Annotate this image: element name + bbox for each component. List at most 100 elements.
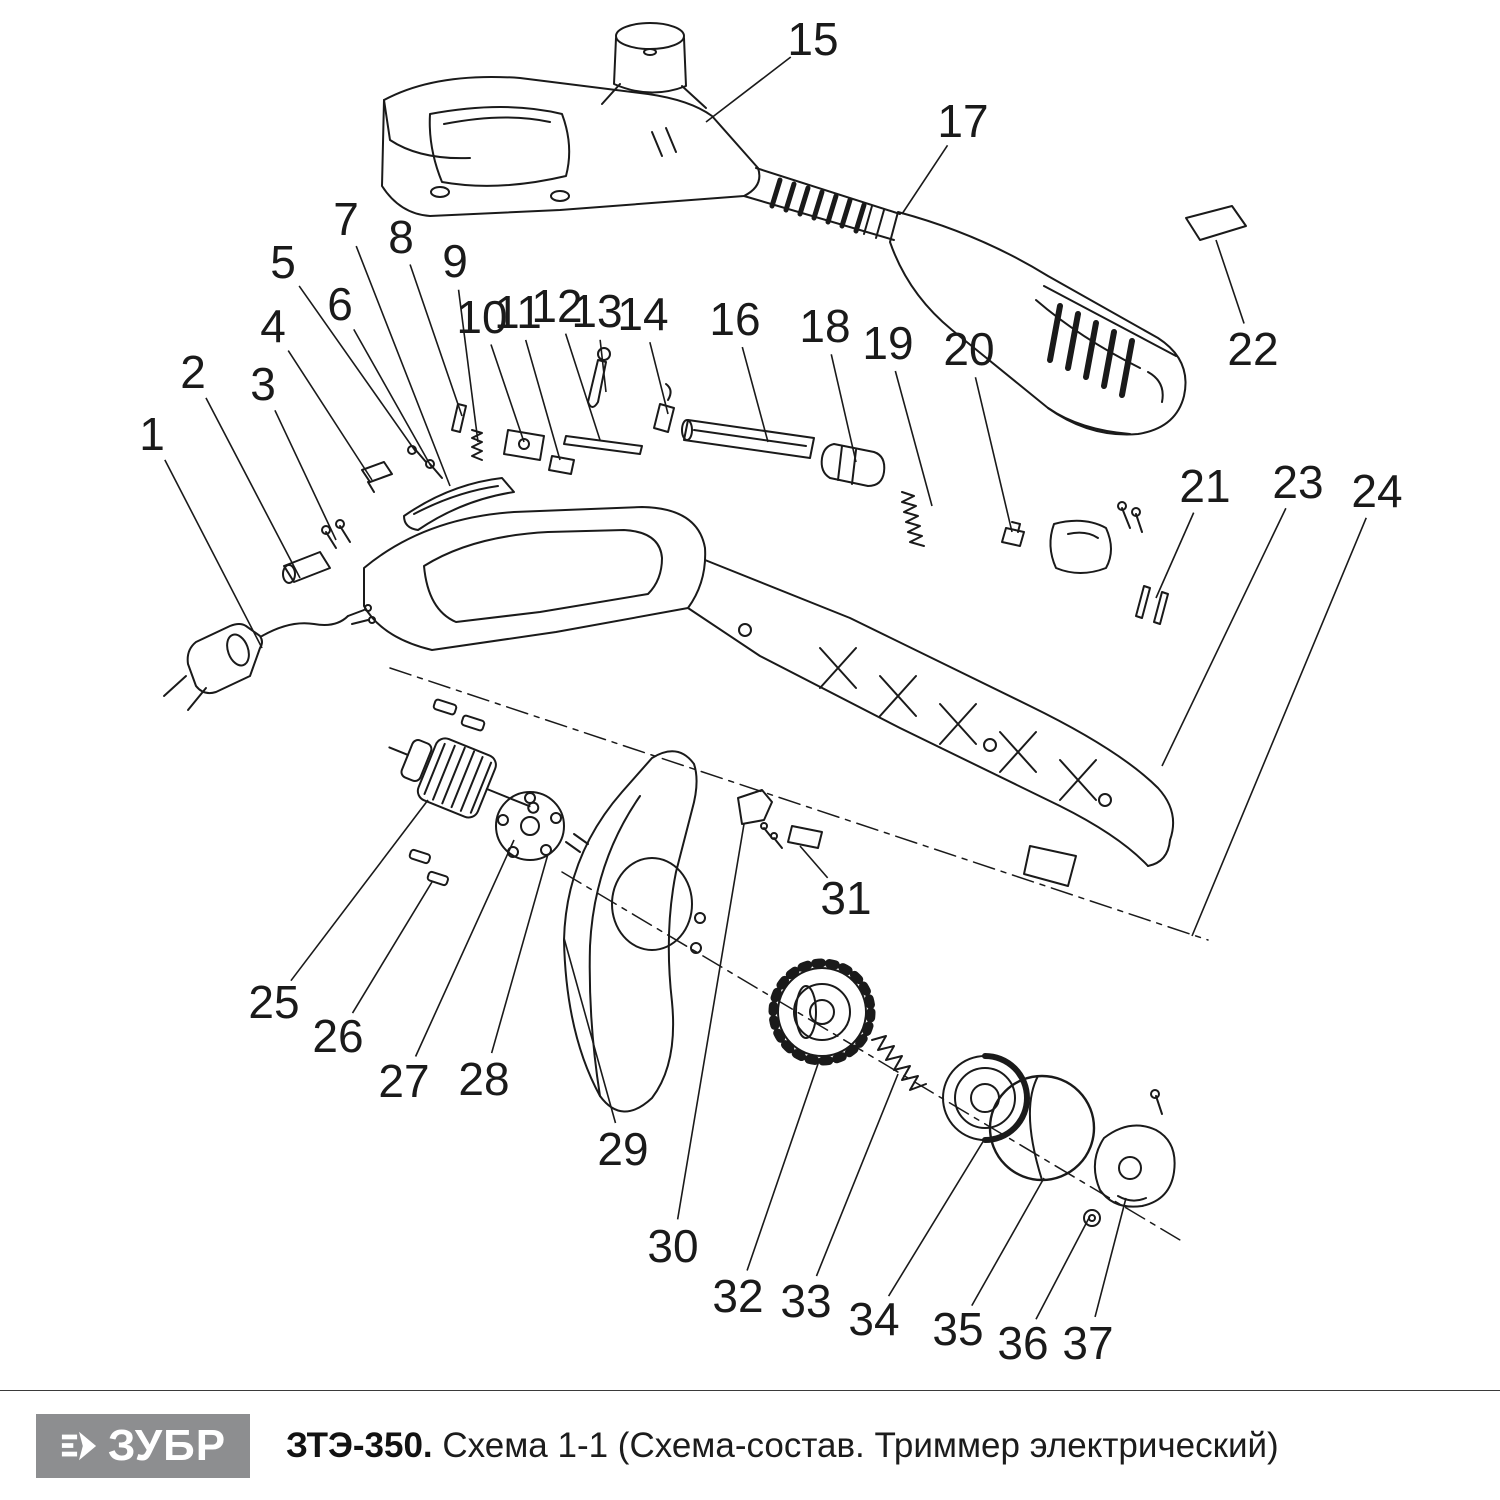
callout-21: 21: [1179, 460, 1230, 512]
part-upper-housing: [381, 75, 761, 217]
callout-17: 17: [937, 95, 988, 147]
leader-line-15: [705, 56, 792, 123]
callout-16: 16: [709, 293, 760, 345]
part-spool-cover: [1093, 1089, 1176, 1208]
part-gear: [768, 958, 876, 1066]
leader-line-5: [298, 285, 417, 453]
leader-line-10: [490, 344, 525, 443]
leader-line-19: [894, 370, 933, 507]
leader-line-25: [290, 799, 429, 982]
callout-10: 10: [456, 291, 507, 343]
callout-15: 15: [787, 13, 838, 65]
part-flex-boot: [769, 177, 867, 234]
callout-28: 28: [458, 1053, 509, 1105]
leader-line-30: [676, 823, 745, 1220]
callout-9: 9: [442, 235, 468, 287]
callout-37: 37: [1062, 1317, 1113, 1369]
callout-20: 20: [943, 323, 994, 375]
leader-line-9: [457, 289, 479, 443]
leader-line-14: [649, 341, 669, 415]
callout-2: 2: [180, 346, 206, 398]
brand-name: ЗУБР: [107, 1420, 227, 1470]
callout-22: 22: [1227, 323, 1278, 375]
leader-line-26: [351, 881, 433, 1014]
part-sticker: [1185, 205, 1247, 241]
callout-32: 32: [712, 1270, 763, 1322]
part-bracket: [737, 789, 823, 849]
leader-line-6: [353, 328, 433, 469]
leader-line-4: [287, 350, 373, 481]
zubr-logo: ЗУБР: [36, 1413, 250, 1478]
leader-line-2: [205, 397, 301, 579]
leader-line-1: [164, 459, 263, 649]
leader-line-18: [830, 354, 857, 463]
leader-line-33: [815, 1073, 899, 1277]
leader-line-28: [490, 853, 549, 1054]
leader-line-16: [741, 346, 769, 443]
callout-34: 34: [848, 1293, 899, 1345]
part-spool: [942, 1053, 1030, 1143]
leader-line-13: [599, 339, 607, 393]
part-trimmer-line: [988, 1074, 1096, 1182]
leader-line-24: [1191, 517, 1367, 937]
part-bearing-plate: [495, 791, 589, 861]
part-guard: [563, 750, 706, 1113]
leader-line-23: [1161, 507, 1287, 767]
callout-29: 29: [597, 1123, 648, 1175]
part-brushes: [408, 698, 486, 887]
exploded-diagram: 1234567891011121314151617181920212223242…: [139, 13, 1402, 1369]
leader-line-27: [414, 839, 515, 1057]
callout-24: 24: [1351, 465, 1402, 517]
part-shaft-internals: [681, 419, 1169, 625]
leader-line-29: [563, 937, 617, 1124]
leader-line-34: [887, 1139, 985, 1297]
callout-6: 6: [327, 278, 353, 330]
leader-line-37: [1094, 1197, 1127, 1318]
part-lower-housing: [363, 506, 1174, 887]
callout-12: 12: [531, 280, 582, 332]
callout-33: 33: [780, 1275, 831, 1327]
model-number: ЗТЭ-350.: [286, 1425, 433, 1465]
schema-title: ЗТЭ-350. Схема 1-1 (Схема-состав. Тримме…: [286, 1426, 1279, 1466]
callout-18: 18: [799, 300, 850, 352]
leader-line-7: [355, 245, 451, 487]
callout-23: 23: [1272, 456, 1323, 508]
schema-caption: Схема 1-1 (Схема-состав. Триммер электри…: [442, 1425, 1279, 1465]
callout-35: 35: [932, 1303, 983, 1355]
callout-4: 4: [260, 300, 286, 352]
callout-25: 25: [248, 976, 299, 1028]
leader-line-32: [746, 1057, 821, 1271]
callout-11: 11: [494, 286, 542, 338]
leader-line-17: [901, 144, 949, 215]
part-armature: [388, 737, 540, 819]
callout-1: 1: [139, 408, 165, 460]
part-switch-group: [361, 347, 675, 531]
callout-30: 30: [647, 1220, 698, 1272]
leader-line-31: [799, 845, 829, 879]
leader-line-36: [1035, 1215, 1091, 1320]
leader-line-22: [1215, 239, 1245, 324]
callout-8: 8: [388, 211, 414, 263]
part-spring: [871, 1035, 927, 1091]
leader-line-35: [971, 1177, 1045, 1307]
leader-line-12: [564, 333, 601, 441]
leader-line-11: [524, 339, 561, 461]
leader-line-3: [274, 409, 337, 541]
callout-36: 36: [997, 1317, 1048, 1369]
part-power-cord: [163, 519, 376, 711]
leader-line-20: [974, 377, 1013, 533]
callout-14: 14: [617, 288, 668, 340]
part-motor-housing-rear: [889, 211, 1187, 436]
leader-line-8: [409, 264, 463, 417]
callout-5: 5: [270, 236, 296, 288]
callout-13: 13: [571, 285, 622, 337]
title-block: ЗУБР ЗТЭ-350. Схема 1-1 (Схема-состав. Т…: [0, 1390, 1500, 1500]
callout-19: 19: [862, 317, 913, 369]
leader-line-21: [1155, 512, 1195, 599]
axis-lines: [389, 667, 1209, 1241]
callout-26: 26: [312, 1010, 363, 1062]
part-handle-knob: [601, 22, 707, 109]
callout-27: 27: [378, 1055, 429, 1107]
